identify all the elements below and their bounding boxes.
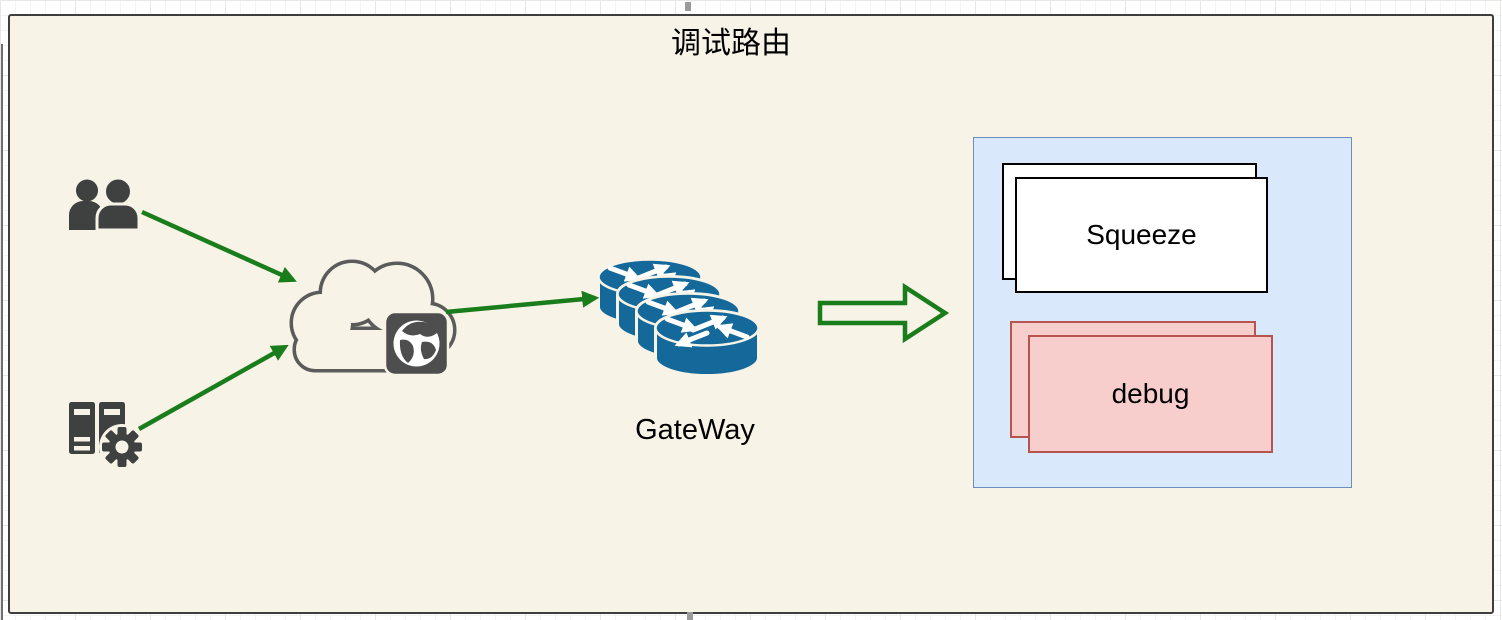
users-front-head bbox=[103, 176, 133, 207]
users-back-head bbox=[76, 179, 98, 202]
servers-gear-icon[interactable] bbox=[69, 402, 145, 470]
squeeze-card-label: Squeeze bbox=[1086, 219, 1197, 250]
arrow-cloud-to-gateway[interactable] bbox=[445, 290, 600, 315]
users-icon[interactable] bbox=[69, 176, 141, 232]
left-window-edge bbox=[1, 44, 3, 620]
arrow-users-to-cloud[interactable] bbox=[141, 209, 297, 283]
debug-card[interactable]: debug bbox=[1028, 335, 1273, 453]
squeeze-card[interactable]: Squeeze bbox=[1015, 177, 1268, 293]
page-center-tick-top bbox=[685, 2, 691, 11]
users-back-body bbox=[69, 201, 103, 230]
gateway-label[interactable]: GateWay bbox=[635, 414, 755, 446]
block-arrow-gateway-to-container[interactable] bbox=[817, 282, 950, 344]
gear-icon bbox=[102, 427, 142, 467]
debug-card-label: debug bbox=[1111, 378, 1190, 409]
server-slots bbox=[74, 409, 120, 451]
page-center-tick-bottom bbox=[687, 612, 693, 620]
cloud-internet-icon[interactable] bbox=[289, 259, 457, 377]
router-stack-icon[interactable] bbox=[599, 260, 759, 376]
diagram-title[interactable]: 调试路由 bbox=[671, 27, 791, 60]
users-front-body bbox=[95, 202, 141, 232]
globe-icon bbox=[383, 310, 450, 377]
arrow-servers-to-cloud[interactable] bbox=[137, 344, 289, 431]
